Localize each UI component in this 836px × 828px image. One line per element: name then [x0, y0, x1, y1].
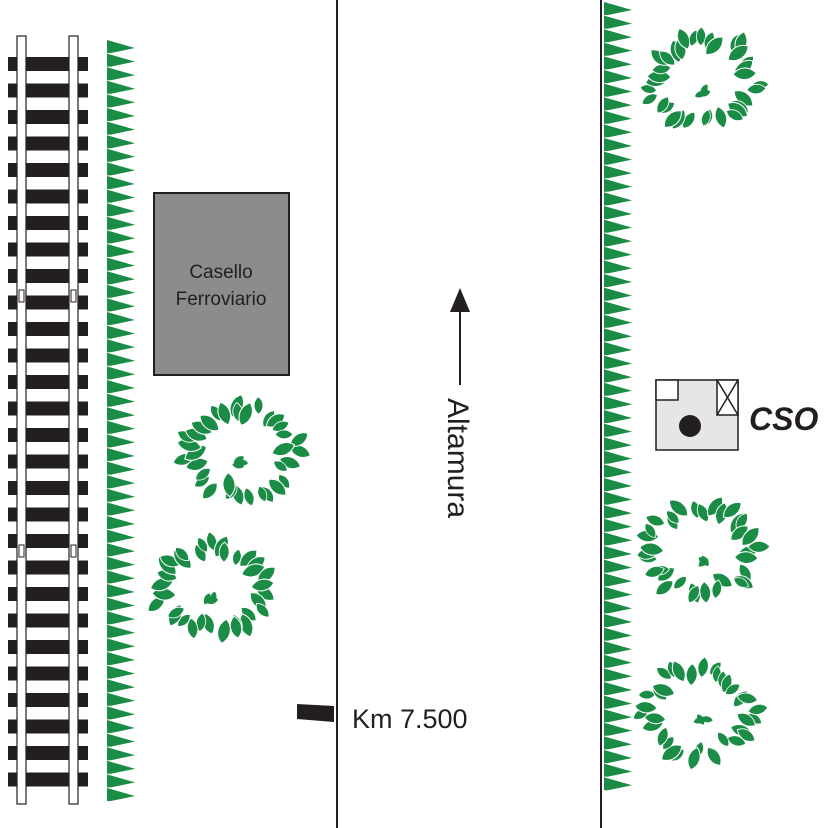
tree-canopy-icon	[639, 26, 770, 130]
tree-canopy-icon	[635, 496, 771, 604]
casello-label-line1: Casello	[189, 262, 252, 283]
casello-label-line2: Ferroviario	[176, 289, 267, 310]
cso-station-icon	[655, 379, 739, 451]
railway-track-icon	[8, 35, 88, 805]
km-marker-icon	[297, 704, 334, 722]
tree-canopy-icon	[147, 531, 276, 645]
km-marker: Km 7.500	[297, 704, 468, 734]
trees-group	[147, 26, 771, 771]
cso-label: CSO	[749, 401, 818, 437]
direction-label: Altamura	[441, 398, 474, 518]
cso-station: CSO	[655, 379, 818, 451]
tree-canopy-icon	[632, 656, 769, 771]
direction-arrow: Altamura	[441, 288, 474, 518]
hedge-icon	[604, 2, 632, 791]
arrow-head-icon	[450, 288, 470, 312]
hedge-icon	[107, 40, 135, 801]
casello-ferroviario-building: Casello Ferroviario	[153, 192, 290, 376]
km-marker-label: Km 7.500	[352, 704, 468, 734]
tree-canopy-icon	[172, 393, 312, 507]
